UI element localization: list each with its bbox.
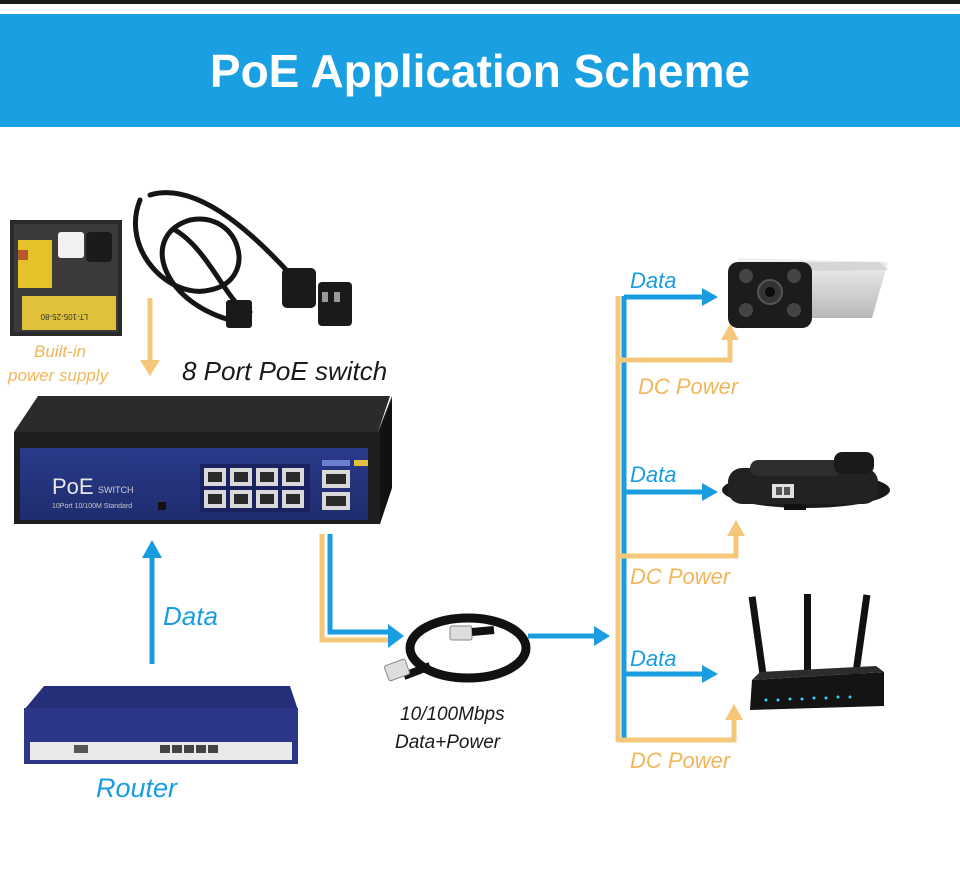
router-data-label: Data bbox=[163, 601, 218, 631]
phone-branch bbox=[618, 483, 745, 559]
page-title: PoE Application Scheme bbox=[209, 44, 751, 97]
power-supply-board-icon: LT-105-25-80 bbox=[10, 220, 122, 336]
switch-to-cable-link bbox=[319, 534, 404, 648]
phone-power-label: DC Power bbox=[630, 564, 731, 589]
camera-data-label: Data bbox=[630, 268, 677, 293]
router-label: Router bbox=[96, 773, 178, 803]
switch-name-label: 8 Port PoE switch bbox=[182, 356, 388, 386]
poe-switch-icon: PoE SWITCH 10Port 10/100M Standard bbox=[14, 396, 392, 524]
builtin-label-line1: Built-in bbox=[34, 342, 86, 361]
ap-branch bbox=[618, 665, 743, 743]
ap-power-label: DC Power bbox=[630, 748, 731, 773]
camera-power-label: DC Power bbox=[638, 374, 739, 399]
switch-brand-sub: SWITCH bbox=[98, 485, 134, 495]
camera-branch bbox=[618, 288, 739, 363]
router-data-arrow bbox=[142, 540, 162, 664]
power-feed-arrow bbox=[140, 298, 160, 376]
switch-brand: PoE bbox=[52, 474, 94, 499]
svg-text:LT-105-25-80: LT-105-25-80 bbox=[40, 312, 88, 321]
ap-data-label: Data bbox=[630, 646, 677, 671]
builtin-label-line2: power supply bbox=[8, 366, 109, 385]
router-icon bbox=[24, 686, 298, 764]
ethernet-cable-icon bbox=[383, 613, 531, 683]
wireless-ap-icon bbox=[748, 594, 884, 710]
title-banner: PoE Application Scheme bbox=[0, 14, 960, 127]
switch-model: 10Port 10/100M Standard bbox=[52, 503, 132, 510]
ip-phone-icon bbox=[722, 452, 890, 510]
cable-label-line1: 10/100Mbps bbox=[400, 704, 505, 725]
cable-label-line2: Data+Power bbox=[395, 732, 501, 753]
phone-data-label: Data bbox=[630, 462, 677, 487]
top-border bbox=[0, 0, 960, 4]
distribution-bus bbox=[615, 296, 627, 742]
cable-to-devices-link bbox=[528, 626, 610, 646]
ip-camera-icon bbox=[728, 258, 888, 328]
power-cord-icon bbox=[132, 190, 352, 328]
